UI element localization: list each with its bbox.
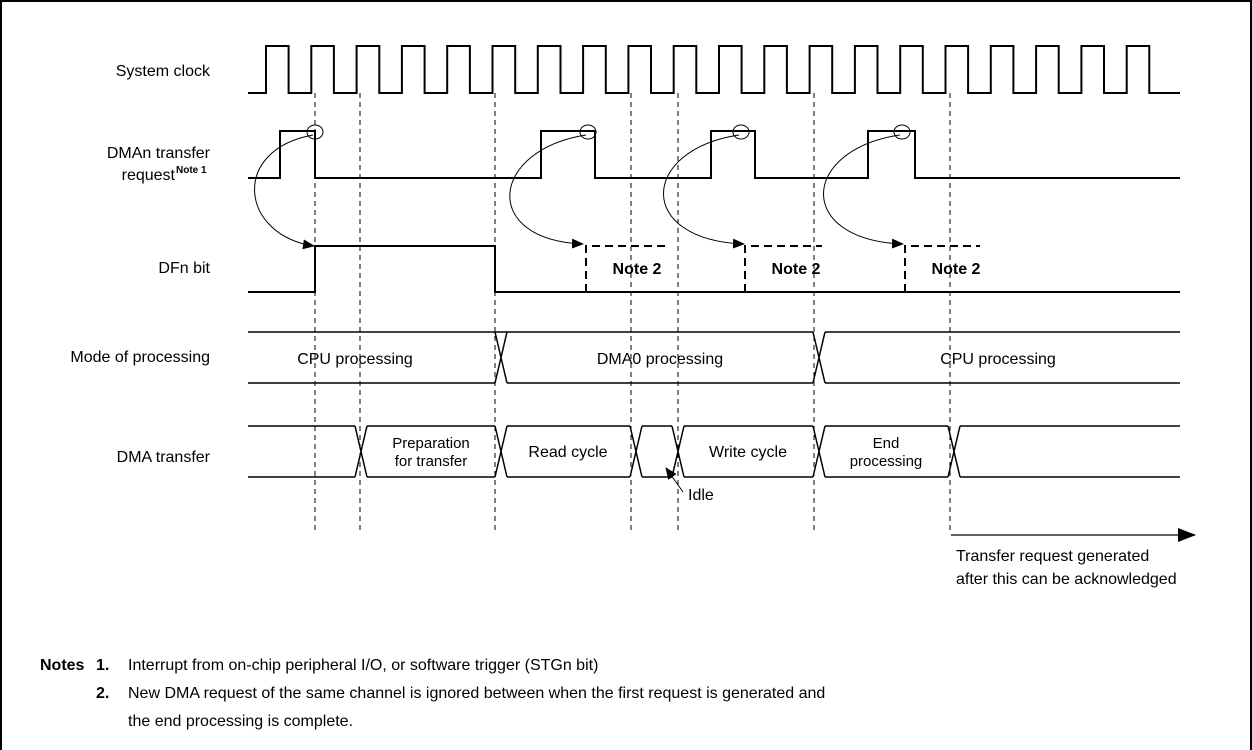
- dma-request-waveform: [248, 130, 1180, 179]
- note-number: 1.: [96, 657, 110, 674]
- system-clock-waveform: [248, 45, 1180, 94]
- dfn-bit-waveform: [248, 245, 1180, 293]
- label-system-clock: System clock: [116, 63, 211, 80]
- note-text: the end processing is complete.: [128, 713, 354, 730]
- dfn-note2-label: Note 2: [932, 261, 981, 278]
- note-text: Interrupt from on-chip peripheral I/O, o…: [128, 657, 599, 674]
- note-number: 2.: [96, 685, 110, 702]
- label-mode-of-processing: Mode of processing: [70, 349, 210, 366]
- notes-section: Notes 1. Interrupt from on-chip peripher…: [40, 652, 1240, 736]
- transfer-read-cycle: Read cycle: [528, 444, 607, 461]
- mode-bus-transition: [494, 331, 826, 384]
- note-item: 2. New DMA request of the same channel i…: [40, 680, 1240, 708]
- transfer-bus-transition: [354, 425, 961, 478]
- mode-segment-cpu: CPU processing: [940, 351, 1056, 368]
- label-dfn-bit: DFn bit: [158, 260, 210, 277]
- transfer-end-line2: processing: [850, 453, 923, 470]
- request-sample-circle: [732, 124, 750, 140]
- transfer-end-line1: End: [873, 435, 900, 452]
- request-to-dfn-arrow: [509, 134, 587, 249]
- idle-label: Idle: [688, 487, 714, 504]
- label-dma-request-line2: request: [122, 167, 176, 184]
- request-to-dfn-arrow: [254, 134, 315, 250]
- label-dma-transfer: DMA transfer: [117, 449, 211, 466]
- dfn-ignored-region: [744, 245, 822, 292]
- dfn-note2-label: Note 2: [613, 261, 662, 278]
- label-dma-request-line1: DMAn transfer: [107, 145, 211, 162]
- note-text: New DMA request of the same channel is i…: [128, 685, 826, 702]
- acknowledge-caption-line1: Transfer request generated: [956, 548, 1149, 565]
- idle-pointer-arrow: [665, 467, 684, 493]
- request-sample-circle: [893, 124, 911, 140]
- note-item-continuation: the end processing is complete.: [40, 708, 1240, 736]
- transfer-prep-line1: Preparation: [392, 435, 470, 452]
- request-to-dfn-arrow: [823, 134, 904, 249]
- label-note1-ref: Note 1: [176, 165, 207, 176]
- request-to-dfn-arrow: [663, 134, 745, 249]
- mode-segment-cpu: CPU processing: [297, 351, 413, 368]
- transfer-prep-line2: for transfer: [395, 453, 468, 470]
- timing-diagram: System clock DMAn transfer request Note …: [70, 45, 1196, 588]
- mode-segment-dma0: DMA0 processing: [597, 351, 723, 368]
- note-item: Notes 1. Interrupt from on-chip peripher…: [40, 652, 1240, 680]
- notes-heading: Notes: [40, 657, 85, 674]
- transfer-write-cycle: Write cycle: [709, 444, 787, 461]
- dfn-note2-label: Note 2: [772, 261, 821, 278]
- acknowledge-caption-line2: after this can be acknowledged: [956, 571, 1177, 588]
- dfn-ignored-region: [585, 245, 668, 292]
- request-sample-circle: [579, 124, 597, 140]
- dfn-ignored-region: [904, 245, 980, 292]
- request-sample-circle: [306, 124, 324, 140]
